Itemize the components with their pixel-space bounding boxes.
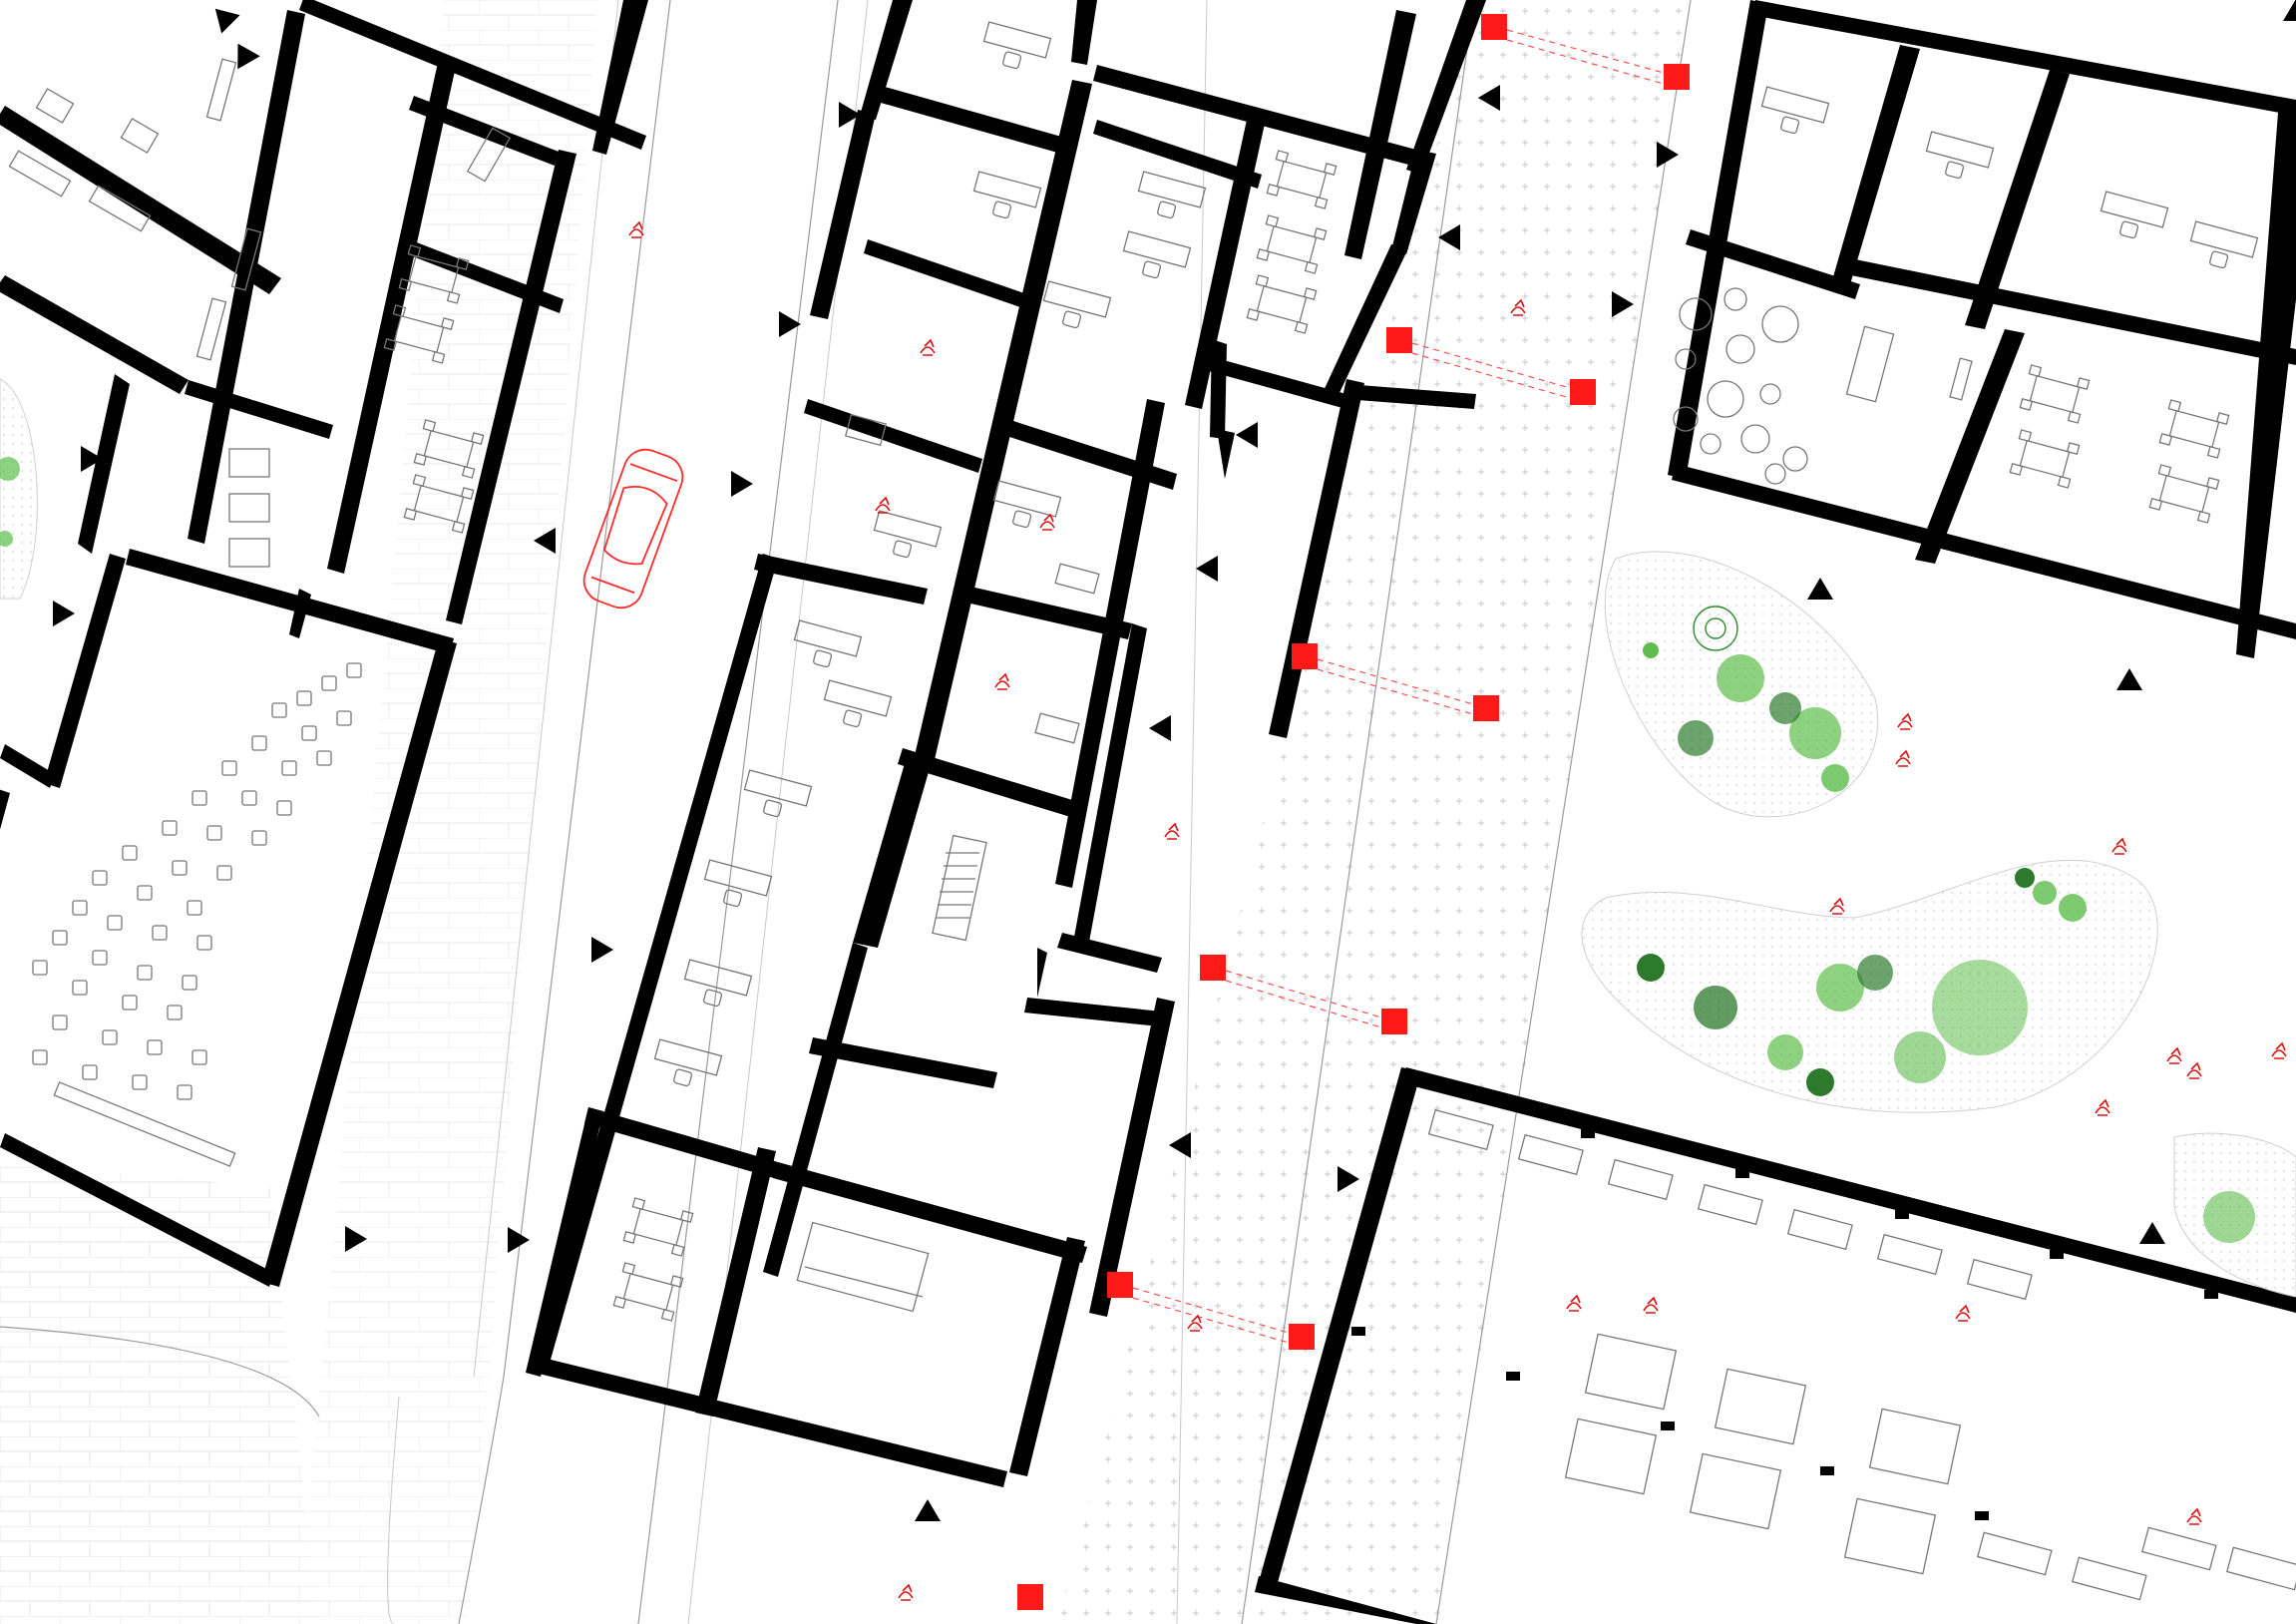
person-icon: [1955, 1305, 1971, 1322]
column-icon: [1386, 327, 1412, 353]
column-icon: [1570, 379, 1596, 405]
office-furniture-middle: [612, 21, 1338, 1322]
person-icon: [2166, 1047, 2182, 1064]
tree-icon: [1767, 1034, 1803, 1070]
person-icon: [1897, 713, 1913, 730]
tree-icon: [1717, 654, 1764, 702]
entrance-arrow-icon: [915, 1499, 941, 1521]
person-icon: [1829, 898, 1845, 915]
tree-icon: [0, 457, 20, 481]
column-icon: [1017, 1584, 1043, 1610]
entrance-arrow-icon: [2116, 668, 2142, 690]
person-icon: [2111, 838, 2127, 855]
person-icon: [2271, 1042, 2287, 1059]
column-icon: [1473, 695, 1499, 721]
road-lines: [0, 0, 1692, 1624]
office-furniture-left: [8, 58, 512, 568]
entrance-arrow-icon: [591, 937, 613, 963]
tree-icon: [1806, 1068, 1834, 1096]
stair: [932, 834, 987, 942]
tree-icon: [1932, 960, 2028, 1055]
tree-icon: [1643, 642, 1659, 658]
building-hall: [1255, 1067, 2296, 1624]
building-right: [1668, 0, 2296, 658]
tree-icon: [2203, 1191, 2255, 1243]
entrance-arrow-icon: [53, 601, 75, 626]
building-middle: [526, 0, 1486, 1487]
auditorium-seats: [32, 662, 362, 1167]
person-icon: [1039, 514, 1055, 531]
entrance-arrow-icon: [2139, 1222, 2165, 1244]
person-icon: [898, 1584, 914, 1601]
hall-column-stubs: [1351, 1129, 2218, 1520]
tree-icon: [1769, 692, 1801, 724]
tree-icon: [1816, 964, 1864, 1012]
walkway-grid-paving: [1057, 0, 1691, 1624]
person-icon: [2186, 1062, 2202, 1079]
column-icon: [1107, 1272, 1133, 1298]
person-icon: [2186, 1508, 2202, 1525]
person-icon: [1895, 750, 1911, 767]
entrance-arrow-icon: [226, 37, 260, 70]
cafe-tables: [1673, 287, 1808, 485]
tree-icon: [2015, 868, 2035, 888]
column-icon: [1481, 14, 1507, 40]
trees: [0, 457, 2255, 1243]
tree-icon: [1857, 955, 1893, 991]
person-icon: [994, 673, 1010, 690]
building-left: [0, 0, 648, 1287]
column-icon: [1200, 955, 1226, 981]
entrance-arrow-icon: [1807, 578, 1833, 600]
tree-icon: [1678, 720, 1714, 756]
column-icon: [1289, 1324, 1315, 1350]
person-icon: [1643, 1297, 1659, 1314]
tree-icon: [2059, 894, 2087, 922]
person-icon: [875, 497, 891, 514]
tree-icon: [1821, 764, 1849, 792]
entrance-arrow-icon: [205, 0, 240, 34]
entrance-arrow-icon: [779, 311, 801, 337]
hall-furniture: [1427, 1108, 2296, 1601]
column-icon: [1292, 643, 1318, 669]
car-icon: [582, 448, 684, 609]
column-links: [1132, 29, 1665, 1344]
tree-icon: [1694, 986, 1737, 1029]
column-icon: [1664, 64, 1690, 90]
entrance-arrow-icon: [731, 471, 753, 497]
entrance-arrow-icon: [2283, 0, 2296, 21]
person-icon: [1566, 1295, 1582, 1312]
tree-icon: [0, 531, 13, 547]
tree-icon: [1693, 606, 1738, 651]
person-icon: [920, 339, 936, 356]
tree-icon: [2033, 881, 2057, 905]
office-furniture-right: [1756, 86, 2259, 524]
street-paving: [0, 0, 598, 1624]
tree-icon: [1637, 954, 1665, 982]
tree-icon: [1894, 1031, 1946, 1083]
person-icon: [2095, 1099, 2110, 1116]
tree-icon: [1789, 707, 1841, 759]
columns: [1017, 14, 1690, 1610]
column-icon: [1381, 1009, 1407, 1034]
